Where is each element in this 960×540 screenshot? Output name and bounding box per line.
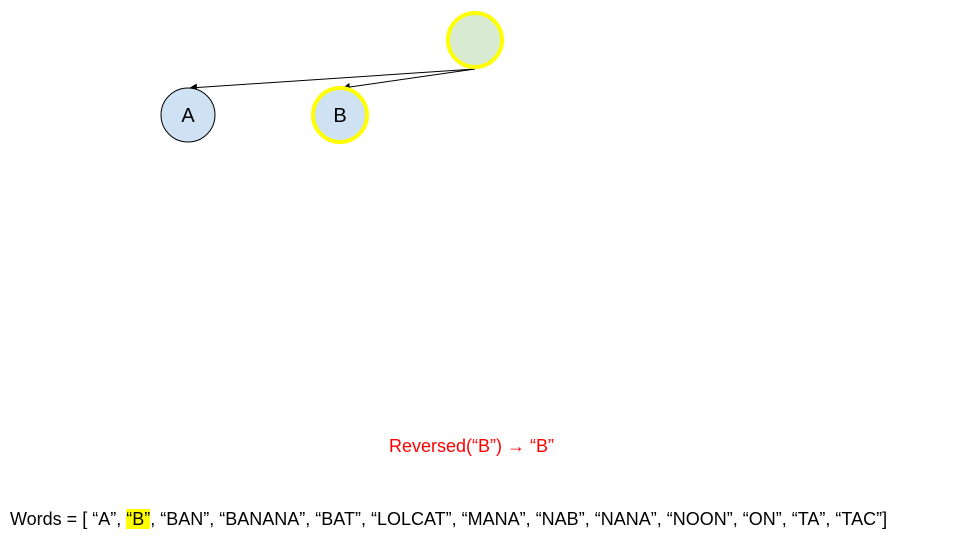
trie-node-root [446, 11, 504, 69]
word-separator: , [150, 509, 161, 529]
word-separator: , [116, 509, 127, 529]
word-separator: , [825, 509, 836, 529]
word-item: “B” [126, 509, 151, 529]
trie-node-b-label: B [333, 105, 346, 127]
word-item: “BAN” [160, 509, 210, 529]
word-separator: , [781, 509, 792, 529]
word-separator: , [209, 509, 220, 529]
word-item: “TAC” [835, 509, 883, 529]
trie-node-b-circle [311, 86, 369, 144]
word-separator: , [451, 509, 462, 529]
word-separator: , [360, 509, 371, 529]
word-separator: , [525, 509, 536, 529]
trie-node-a-label: A [181, 105, 195, 127]
word-item: “ON” [742, 509, 782, 529]
trie-node-root-circle [446, 11, 504, 69]
word-item: “BANANA” [219, 509, 306, 529]
word-item: “TA” [791, 509, 826, 529]
words-items: “A”, “B”, “BAN”, “BANANA”, “BAT”, “LOLCA… [92, 509, 882, 529]
word-item: “NAB” [535, 509, 585, 529]
word-item: “MANA” [461, 509, 526, 529]
word-item: “NOON” [666, 509, 733, 529]
edge-root-to-a [189, 68, 476, 92]
words-suffix: ] [882, 509, 888, 529]
trie-node-b: B [311, 86, 369, 144]
word-separator: , [732, 509, 743, 529]
word-item: “LOLCAT” [370, 509, 452, 529]
words-list: Words = [ “A”, “B”, “BAN”, “BANANA”, “BA… [10, 509, 887, 530]
word-item: “A” [92, 509, 117, 529]
trie-node-a-circle [160, 87, 216, 143]
word-item: “NANA” [594, 509, 657, 529]
reversed-caption-text: Reversed(“B”) → “B” [389, 436, 555, 456]
word-separator: , [305, 509, 316, 529]
word-separator: , [584, 509, 595, 529]
words-prefix: Words = [ [10, 509, 93, 529]
word-separator: , [656, 509, 667, 529]
edge-root-to-b [342, 68, 476, 91]
word-item: “BAT” [315, 509, 361, 529]
trie-node-a: A [160, 87, 216, 143]
